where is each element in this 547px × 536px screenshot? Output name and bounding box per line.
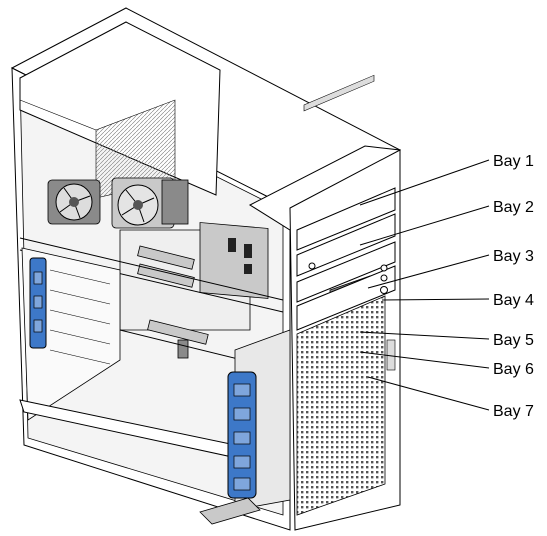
front-bezel-bays	[296, 74, 396, 516]
mainboard	[119, 222, 269, 359]
leader-bay-2	[359, 205, 490, 246]
leader-bay-4	[381, 298, 490, 301]
label-bay-6: Bay 6	[493, 361, 534, 378]
label-bay-3: Bay 3	[493, 248, 534, 265]
callout-labels: Bay 1 Bay 2 Bay 3 Bay 4 Bay 5 Bay 6 Bay …	[493, 153, 534, 420]
bay-2-drive	[296, 213, 396, 277]
label-bay-4: Bay 4	[493, 292, 534, 309]
power-supply	[19, 21, 221, 199]
leader-bay-1	[359, 159, 490, 206]
label-bay-7: Bay 7	[493, 403, 534, 420]
label-bay-1: Bay 1	[493, 153, 534, 170]
bay-3-drive	[296, 241, 396, 303]
cpu-fan	[111, 177, 189, 229]
bay-4-drive	[296, 265, 396, 331]
callout-leaders	[359, 159, 490, 411]
leader-bay-3	[367, 254, 490, 289]
chassis-foot	[199, 497, 261, 525]
label-bay-5: Bay 5	[493, 332, 534, 349]
rear-fan	[47, 179, 101, 225]
bay-1-drive	[296, 187, 396, 251]
label-bay-2: Bay 2	[493, 199, 534, 216]
adapter-retainer-left	[29, 257, 47, 349]
leader-bay-7	[367, 376, 490, 411]
leader-bay-6	[359, 351, 490, 369]
hot-swap-drive-cage	[227, 329, 291, 511]
leader-bay-5	[359, 331, 490, 340]
